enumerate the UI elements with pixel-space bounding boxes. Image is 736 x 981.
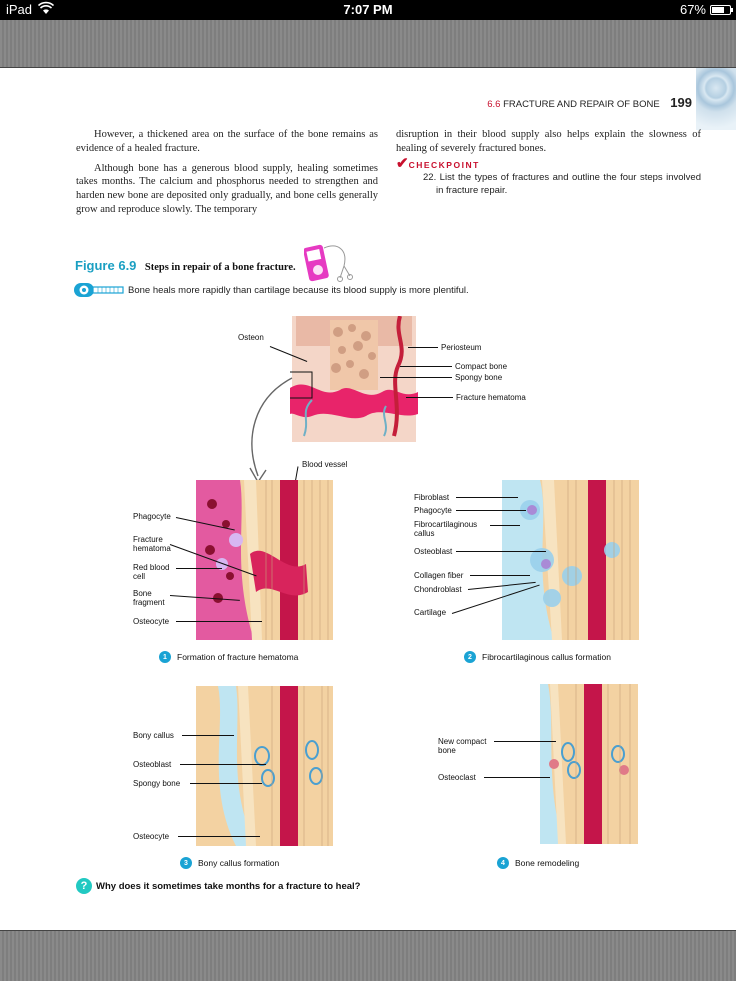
paragraph: disruption in their blood supply also he… bbox=[396, 129, 701, 154]
right-column: disruption in their blood supply also he… bbox=[396, 128, 701, 197]
media-player-icon[interactable] bbox=[303, 242, 353, 282]
status-bar: iPad 7:07 PM 67% bbox=[0, 0, 736, 20]
label-fracture-hematoma-2: Fracture hematoma bbox=[133, 535, 171, 553]
reader-toolbar[interactable] bbox=[0, 20, 736, 68]
label-bone-fragment: Bone fragment bbox=[133, 589, 165, 607]
corner-decoration bbox=[696, 68, 736, 130]
leader-line bbox=[180, 764, 266, 765]
leader-line bbox=[190, 783, 262, 784]
checkpoint-label: CHECKPOINT bbox=[408, 159, 480, 170]
book-page[interactable]: 6.6 FRACTURE AND REPAIR OF BONE 199 Howe… bbox=[0, 68, 736, 930]
figure-question: ? Why does it sometimes take months for … bbox=[76, 878, 360, 894]
label-osteocyte-3: Osteocyte bbox=[133, 832, 170, 841]
step-caption-3: 3 Bony callus formation bbox=[180, 857, 279, 869]
step-number-badge: 1 bbox=[159, 651, 171, 663]
question-text: Why does it sometimes take months for a … bbox=[96, 880, 361, 892]
key-statement: Bone heals more rapidly than cartilage b… bbox=[128, 284, 469, 296]
leader-line bbox=[178, 836, 260, 837]
leader-line bbox=[456, 551, 546, 552]
label-fibroblast: Fibroblast bbox=[414, 493, 450, 502]
leader-line bbox=[182, 735, 234, 736]
battery-percent: 67% bbox=[679, 2, 706, 17]
leader-line bbox=[490, 525, 520, 526]
leader-line bbox=[400, 366, 452, 367]
label-collagen-fiber: Collagen fiber bbox=[414, 571, 464, 580]
label-spongy-bone-3: Spongy bone bbox=[133, 779, 181, 788]
label-osteon: Osteon bbox=[238, 333, 264, 342]
fracture-overview-illustration bbox=[285, 315, 420, 442]
label-new-compact-bone: New compact bone bbox=[438, 737, 487, 755]
step-label: Fibrocartilaginous callus formation bbox=[482, 652, 611, 662]
step-number-badge: 4 bbox=[497, 857, 509, 869]
panel-fibrocartilaginous-callus bbox=[502, 480, 639, 640]
checkmark-icon: ✔ bbox=[396, 154, 409, 172]
checkpoint-item: 22. List the types of fractures and outl… bbox=[423, 172, 701, 196]
left-column: However, a thickened area on the surface… bbox=[76, 128, 378, 217]
step-caption-1: 1 Formation of fracture hematoma bbox=[159, 651, 298, 663]
leader-line bbox=[406, 397, 453, 398]
running-head: 6.6 FRACTURE AND REPAIR OF BONE 199 bbox=[487, 95, 692, 110]
paragraph: However, a thickened area on the surface… bbox=[76, 129, 378, 154]
label-compact-bone: Compact bone bbox=[455, 362, 508, 371]
label-fibrocartilaginous-callus: Fibrocartilaginous callus bbox=[414, 520, 478, 538]
wifi-icon bbox=[37, 1, 55, 18]
zoom-arrow bbox=[249, 377, 293, 484]
step-caption-4: 4 Bone remodeling bbox=[497, 857, 579, 869]
label-bony-callus: Bony callus bbox=[133, 731, 174, 740]
label-osteoblast-3: Osteoblast bbox=[133, 760, 172, 769]
question-icon[interactable]: ? bbox=[76, 878, 92, 894]
leader-line bbox=[176, 621, 262, 622]
carrier-label: iPad bbox=[6, 2, 33, 17]
battery-icon bbox=[710, 5, 733, 15]
step-number-badge: 2 bbox=[464, 651, 476, 663]
step-number-badge: 3 bbox=[180, 857, 192, 869]
label-phagocyte-2: Phagocyte bbox=[414, 506, 452, 515]
leader-line bbox=[470, 575, 530, 576]
leader-line bbox=[456, 510, 526, 511]
leader-line bbox=[494, 741, 556, 742]
clock: 7:07 PM bbox=[343, 2, 393, 17]
label-osteocyte: Osteocyte bbox=[133, 617, 170, 626]
label-osteoclast: Osteoclast bbox=[438, 773, 476, 782]
figure-number: Figure 6.9 bbox=[75, 258, 137, 273]
key-concept: Bone heals more rapidly than cartilage b… bbox=[74, 283, 469, 297]
section-number: 6.6 bbox=[487, 99, 501, 110]
section-title: FRACTURE AND REPAIR OF BONE bbox=[503, 99, 660, 110]
label-blood-vessel: Blood vessel bbox=[302, 460, 348, 469]
leader-line bbox=[456, 497, 518, 498]
panel-bone-remodeling bbox=[540, 684, 638, 844]
label-red-blood-cell: Red blood cell bbox=[133, 563, 170, 581]
reader-bottom-bar[interactable] bbox=[0, 930, 736, 981]
panel-bony-callus bbox=[196, 686, 333, 846]
figure-caption: Steps in repair of a bone fracture. bbox=[144, 262, 296, 273]
label-osteoblast: Osteoblast bbox=[414, 547, 453, 556]
leader-line bbox=[380, 377, 452, 378]
label-fracture-hematoma: Fracture hematoma bbox=[456, 393, 526, 402]
paragraph: Although bone has a generous blood suppl… bbox=[76, 162, 378, 215]
label-periosteum: Periosteum bbox=[441, 343, 482, 352]
step-caption-2: 2 Fibrocartilaginous callus formation bbox=[464, 651, 611, 663]
label-spongy-bone: Spongy bone bbox=[455, 373, 503, 382]
step-label: Bony callus formation bbox=[198, 858, 280, 868]
label-cartilage: Cartilage bbox=[414, 608, 447, 617]
leader-line bbox=[408, 347, 438, 348]
checkpoint-heading: ✔CHECKPOINT bbox=[396, 154, 701, 173]
leader-line bbox=[484, 777, 550, 778]
page-number: 199 bbox=[670, 95, 692, 110]
figure-title: Figure 6.9 Steps in repair of a bone fra… bbox=[75, 257, 296, 275]
key-icon bbox=[74, 283, 124, 297]
label-phagocyte: Phagocyte bbox=[133, 512, 171, 521]
leader-line bbox=[176, 568, 222, 569]
step-label: Bone remodeling bbox=[515, 858, 580, 868]
step-label: Formation of fracture hematoma bbox=[177, 652, 299, 662]
label-chondroblast: Chondroblast bbox=[414, 585, 462, 594]
